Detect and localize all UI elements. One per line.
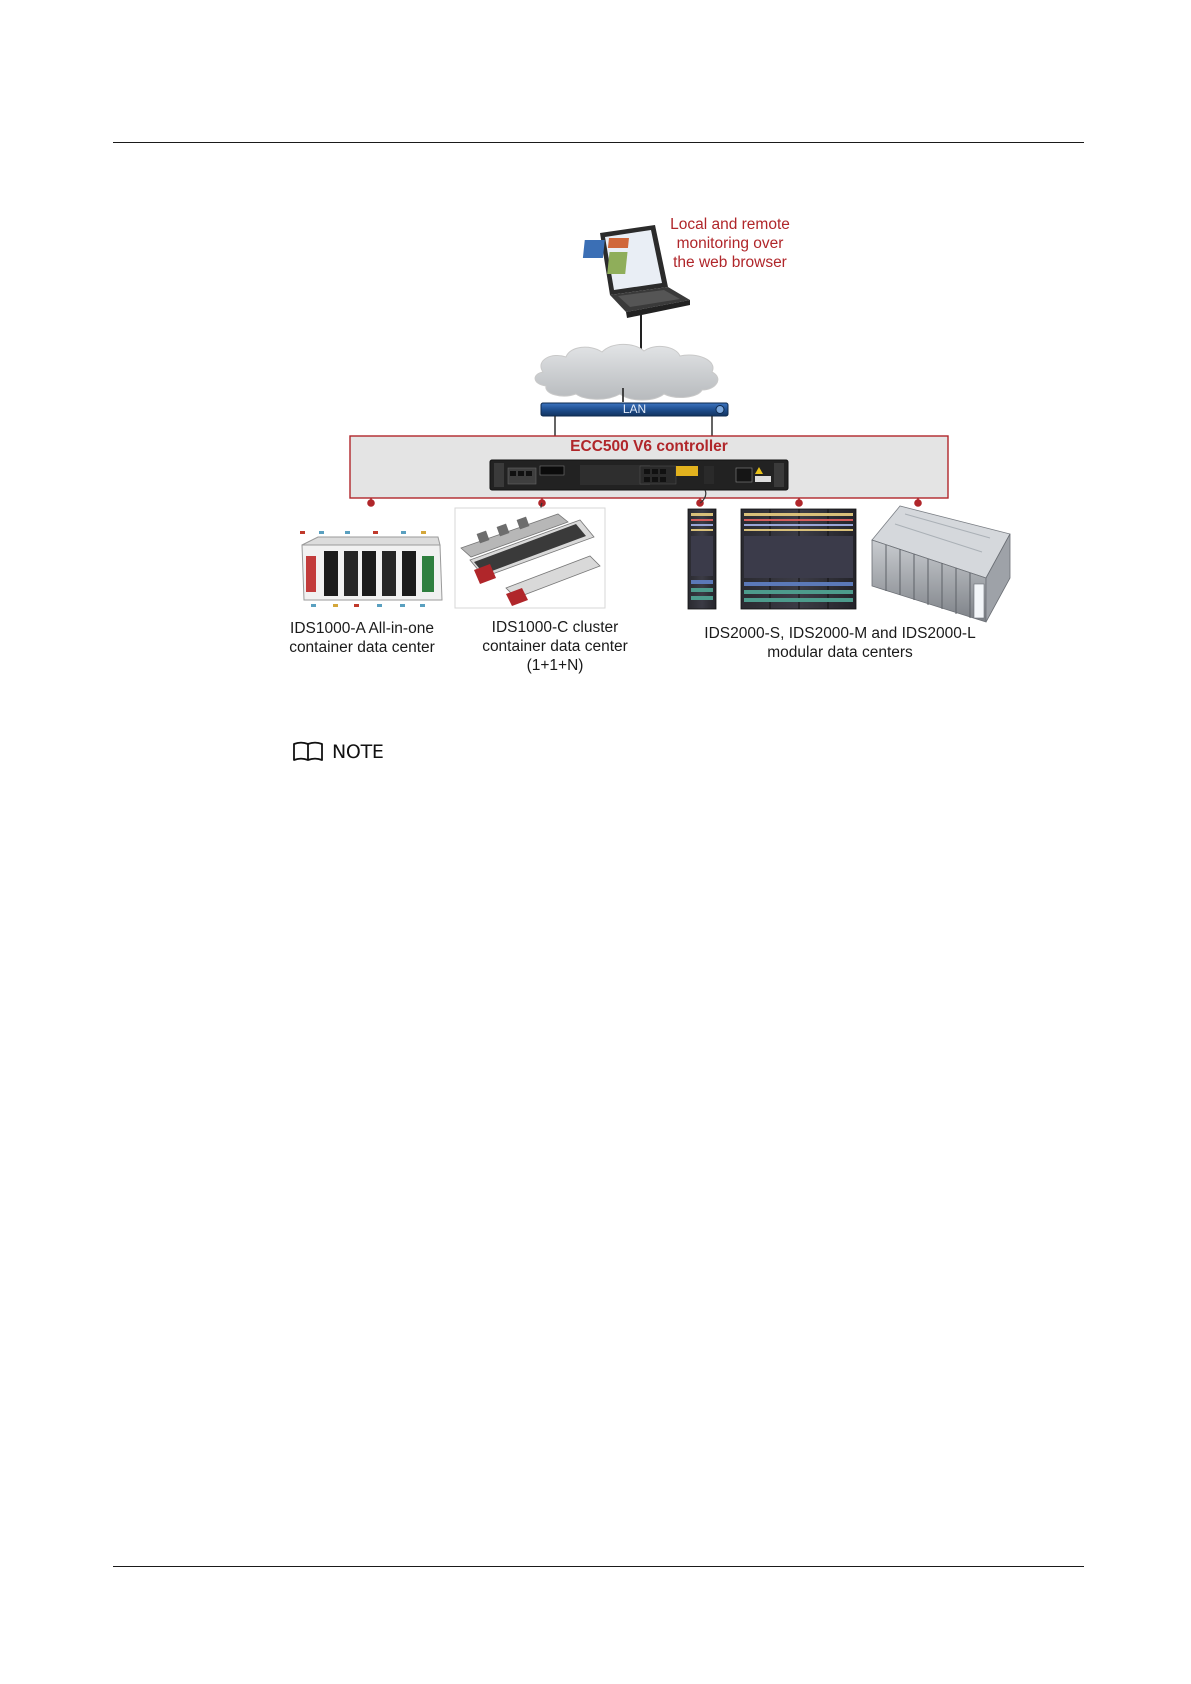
product-label-line: container data center bbox=[272, 638, 452, 657]
controller-title: ECC500 V6 controller bbox=[350, 437, 948, 457]
laptop-caption: Local and remote monitoring over the web… bbox=[650, 215, 810, 272]
ids2000-l-modular-icon bbox=[872, 506, 1010, 622]
lan-label: LAN bbox=[541, 402, 728, 417]
ids2000-s-rack-icon bbox=[688, 509, 716, 609]
product-label-line: container data center bbox=[465, 637, 645, 656]
note-label: NOTE bbox=[332, 741, 384, 763]
ids1000-a-container-icon bbox=[300, 531, 442, 607]
product-label-ids1000-a: IDS1000-A All-in-one container data cent… bbox=[272, 619, 452, 657]
open-book-icon bbox=[292, 741, 324, 763]
laptop-caption-line: monitoring over bbox=[650, 234, 810, 253]
ids1000-c-cluster-icon bbox=[455, 508, 605, 608]
footer-rule bbox=[113, 1566, 1084, 1567]
product-label-line: modular data centers bbox=[680, 643, 1000, 662]
product-label-line: IDS1000-A All-in-one bbox=[272, 619, 452, 638]
ids2000-m-rack-row-icon bbox=[741, 509, 856, 609]
network-cloud-icon bbox=[535, 344, 718, 400]
controller-device-icon bbox=[490, 460, 788, 490]
product-label-line: IDS1000-C cluster bbox=[465, 618, 645, 637]
laptop-caption-line: the web browser bbox=[650, 253, 810, 272]
note-heading: NOTE bbox=[292, 739, 384, 765]
product-label-line: (1+1+N) bbox=[465, 656, 645, 675]
laptop-caption-line: Local and remote bbox=[650, 215, 810, 234]
product-label-ids2000: IDS2000-S, IDS2000-M and IDS2000-L modul… bbox=[680, 624, 1000, 662]
product-label-ids1000-c: IDS1000-C cluster container data center … bbox=[465, 618, 645, 675]
product-label-line: IDS2000-S, IDS2000-M and IDS2000-L bbox=[680, 624, 1000, 643]
controller-connections bbox=[368, 498, 921, 506]
